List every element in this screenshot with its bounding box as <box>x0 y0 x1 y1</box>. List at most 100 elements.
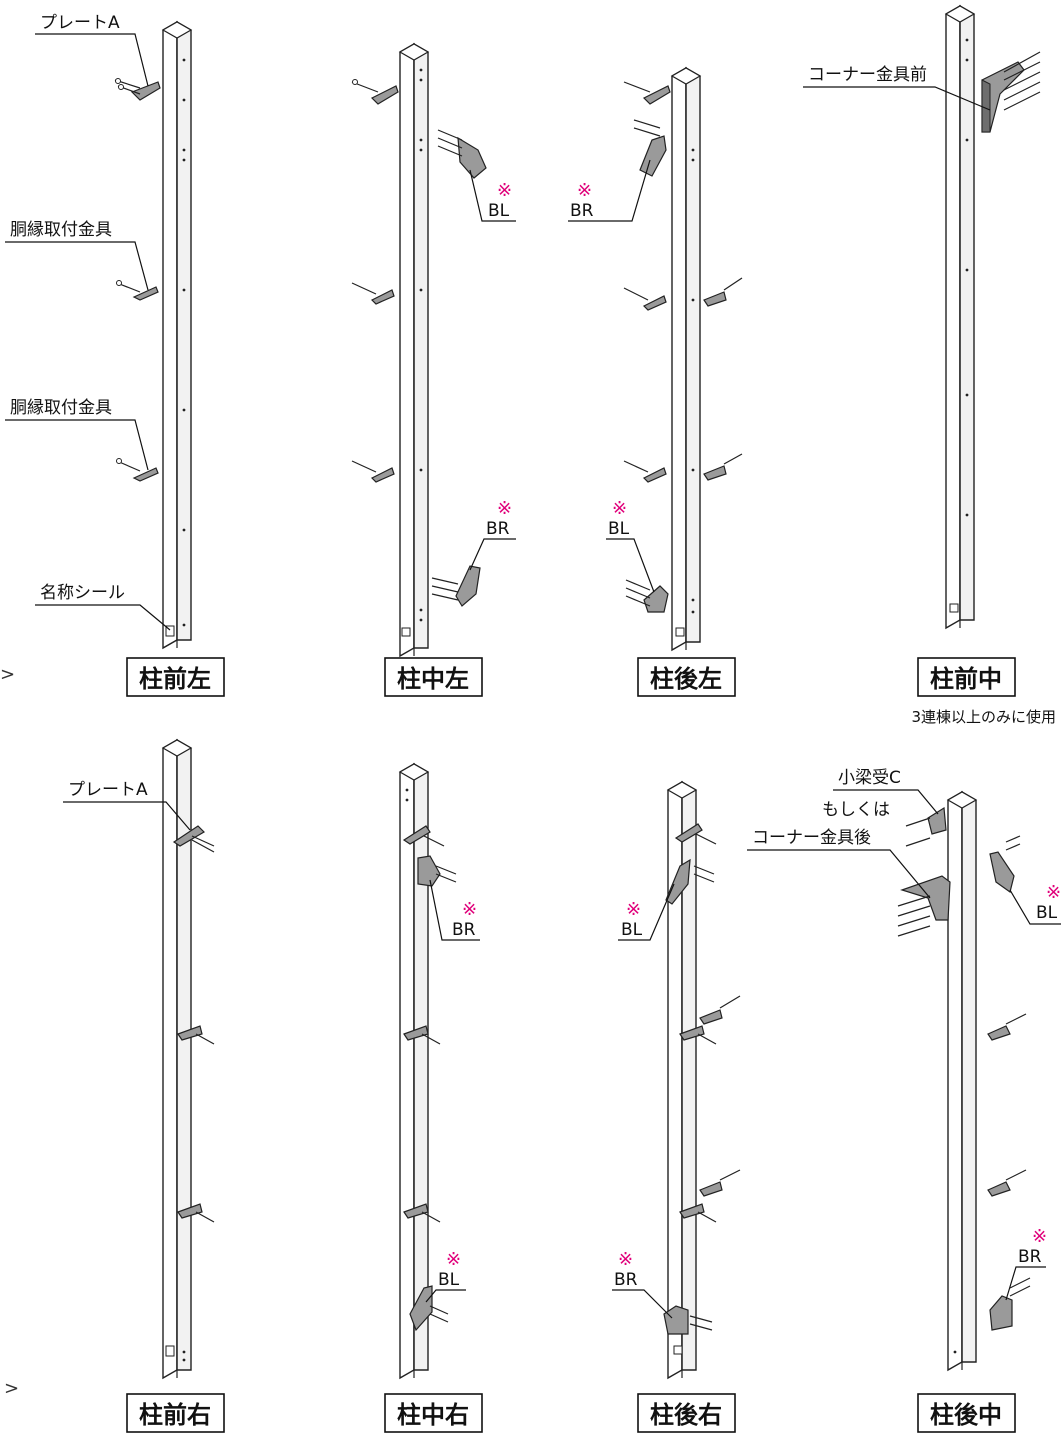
plate-a-bracket-back-left <box>623 81 671 105</box>
beam-receiver-bracket <box>905 806 947 847</box>
brace-bracket-br-back-mid <box>989 1277 1031 1331</box>
brace-bracket-bl-mid-left <box>437 129 487 179</box>
title-back-mid: 柱後中 <box>917 1393 1016 1433</box>
plate-a-bracket-front-right <box>172 825 215 853</box>
note-mark-br-mid-left: ※ <box>497 498 512 519</box>
title-text-back-right: 柱後右 <box>650 1401 722 1429</box>
brace-bracket-bl-back-mid <box>989 835 1021 894</box>
girth-bracket-back-right-1 <box>679 995 741 1045</box>
brace-bracket-br-mid-left <box>431 565 481 607</box>
leader-bl-mid-right <box>425 1289 466 1303</box>
note-mark-bl-back-right: ※ <box>626 899 641 920</box>
note-front-mid: 3連棟以上のみに使用 <box>911 708 1056 726</box>
title-text-mid-right: 柱中右 <box>397 1401 469 1429</box>
title-mid-left: 柱中左 <box>384 657 483 697</box>
brace-bracket-br-back-right <box>663 1305 713 1335</box>
column-post-mid-left <box>398 42 430 658</box>
label-plate-a-bottom: プレートA <box>68 780 148 800</box>
column-post-back-mid <box>946 790 978 1372</box>
leader-corner-back <box>747 849 931 899</box>
plate-a-bracket <box>114 78 161 101</box>
label-br-back-mid: BR <box>1018 1247 1042 1267</box>
leader-name-seal <box>35 604 171 631</box>
girth-bracket-back-mid-1 <box>987 1013 1027 1041</box>
column-post-back-right <box>666 780 698 1380</box>
leader-br-back-mid <box>1005 1266 1046 1301</box>
label-name-seal: 名称シール <box>40 583 125 603</box>
leader-br-back-right <box>612 1289 673 1319</box>
note-mark-bl-back-left: ※ <box>612 498 627 519</box>
note-mark-br-back-right: ※ <box>618 1249 633 1270</box>
column-post-front-mid <box>944 4 976 630</box>
label-beam-receiver: 小梁受C <box>838 768 901 788</box>
girth-bracket-mid-left-1 <box>351 282 395 305</box>
girth-bracket-front-right-2 <box>177 1203 215 1223</box>
title-mid-right: 柱中右 <box>384 1393 483 1433</box>
note-mark-bl-back-mid: ※ <box>1046 882 1061 903</box>
chevron-icon-top: > <box>0 664 15 685</box>
column-post-mid-right <box>398 762 430 1380</box>
plate-a-bracket-mid-left <box>351 79 399 105</box>
girth-bracket-front-right-1 <box>177 1025 215 1045</box>
title-back-left: 柱後左 <box>637 657 736 697</box>
title-back-right: 柱後右 <box>637 1393 736 1433</box>
label-br-back-left: BR <box>570 201 594 221</box>
label-bl-mid-left: BL <box>488 201 510 221</box>
leader-br-mid-right <box>429 879 480 941</box>
leader-bl-back-left <box>606 538 655 593</box>
brace-bracket-br-back-left <box>633 119 667 177</box>
title-front-right: 柱前右 <box>126 1393 225 1433</box>
plate-a-bracket-back-right <box>674 823 717 845</box>
label-corner-front: コーナー金具前 <box>808 65 927 85</box>
label-bl-back-right: BL <box>621 920 643 940</box>
label-br-back-right: BR <box>614 1270 638 1290</box>
girth-bracket-1 <box>116 280 159 301</box>
girth-bracket-2 <box>116 458 159 482</box>
corner-bracket-back <box>897 875 951 937</box>
brace-bracket-bl-back-right <box>665 858 715 905</box>
leader-girth-2 <box>5 419 149 471</box>
label-plate-a: プレートA <box>40 13 120 33</box>
leader-beam-receiver <box>833 789 939 815</box>
leader-plate-a <box>35 33 149 87</box>
label-bl-back-left: BL <box>608 519 630 539</box>
leader-bl-back-mid <box>1009 889 1061 925</box>
leader-corner-front <box>803 86 991 111</box>
leader-bl-mid-left <box>469 169 516 222</box>
note-mark-bl-mid-right: ※ <box>446 1249 461 1270</box>
label-br-mid-left: BR <box>486 519 510 539</box>
title-front-mid: 柱前中 <box>917 657 1016 697</box>
girth-bracket-back-left-2 <box>623 453 743 483</box>
girth-bracket-back-mid-2 <box>987 1169 1027 1197</box>
title-text-front-left: 柱前左 <box>139 665 211 693</box>
column-post-front-left <box>161 20 193 650</box>
title-text-front-mid: 柱前中 <box>930 665 1002 693</box>
note-mark-bl-mid-left: ※ <box>497 180 512 201</box>
leader-bl-back-right <box>618 883 675 941</box>
brace-bracket-bl-back-left <box>625 579 669 613</box>
label-girth-bracket-1: 胴縁取付金具 <box>10 220 112 240</box>
note-mark-br-mid-right: ※ <box>462 899 477 920</box>
title-text-back-mid: 柱後中 <box>930 1401 1002 1429</box>
label-bl-mid-right: BL <box>438 1270 460 1290</box>
girth-bracket-mid-right-2 <box>403 1203 441 1223</box>
girth-bracket-mid-left-2 <box>351 460 395 483</box>
label-or: もしくは <box>822 800 890 820</box>
title-text-front-right: 柱前右 <box>139 1401 211 1429</box>
title-text-mid-left: 柱中左 <box>397 665 469 693</box>
leader-br-mid-left <box>469 538 516 571</box>
chevron-icon-bottom: > <box>4 1378 19 1399</box>
column-post-back-left <box>670 66 702 652</box>
girth-bracket-back-left-1 <box>623 277 743 311</box>
plate-a-bracket-mid-right <box>402 825 445 847</box>
brace-bracket-br-mid-right <box>417 855 457 887</box>
label-bl-back-mid: BL <box>1036 903 1058 923</box>
note-mark-br-back-mid: ※ <box>1032 1226 1047 1247</box>
corner-bracket-front <box>981 51 1041 133</box>
label-corner-back: コーナー金具後 <box>752 828 871 848</box>
girth-bracket-mid-right-1 <box>403 1025 441 1045</box>
title-text-back-left: 柱後左 <box>650 665 722 693</box>
leader-girth-1 <box>5 241 149 291</box>
label-br-mid-right: BR <box>452 920 476 940</box>
